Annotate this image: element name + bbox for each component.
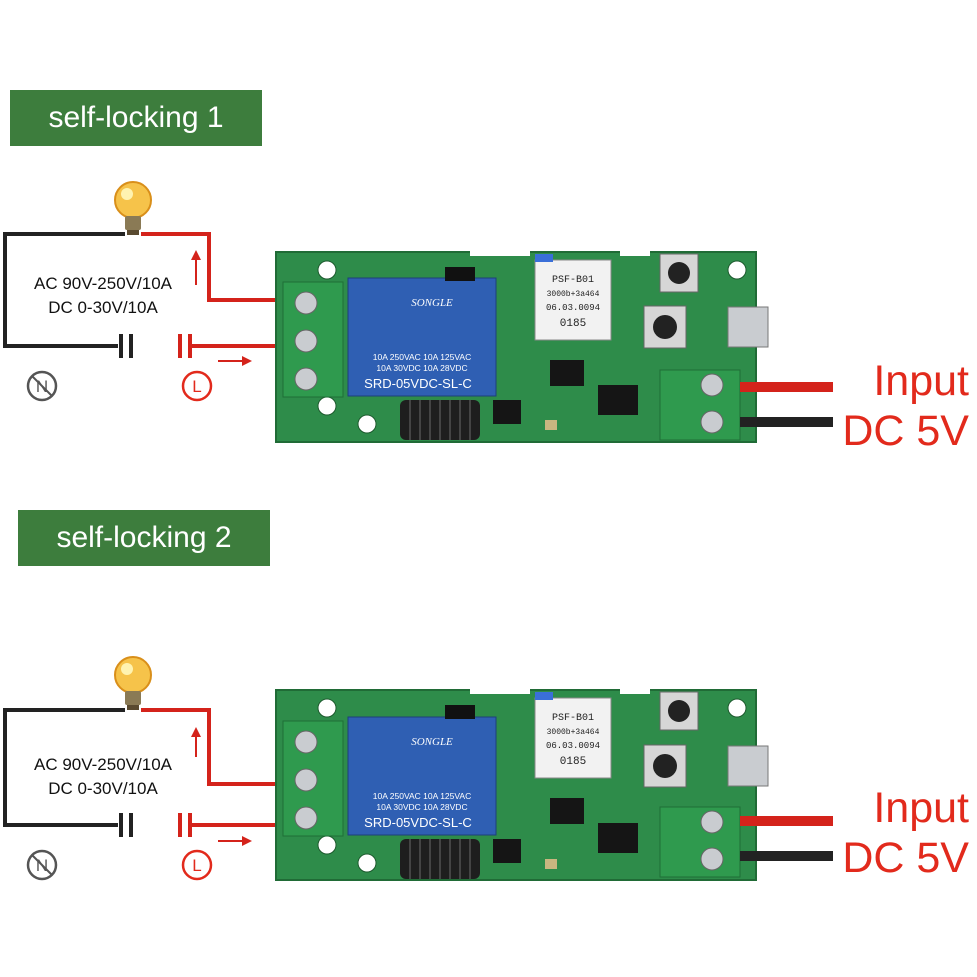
relay-board: SONGLE 10A 250VAC 10A 125VAC 10A 30VDC 1… xyxy=(275,246,769,443)
wifi-module: PSF-B01 3000b+3a464 06.03.0094 0185 xyxy=(534,254,612,341)
relay-board: SONGLE 10A 250VAC 10A 125VAC 10A 30VDC 1… xyxy=(275,684,769,881)
wiring-panel-self-locking-1: N L SONGLE xyxy=(0,60,977,500)
module-text-3: 06.03.0094 xyxy=(546,741,600,751)
input-voltage-label: Input DC 5V xyxy=(842,356,969,456)
push-button-top xyxy=(659,253,699,293)
live-symbol-text: L xyxy=(192,377,201,396)
load-rating: AC 90V-250V/10A DC 0-30V/10A xyxy=(3,753,203,801)
relay-component: SONGLE 10A 250VAC 10A 125VAC 10A 30VDC 1… xyxy=(347,716,497,836)
power-terminal-block xyxy=(659,369,741,441)
light-bulb-icon xyxy=(114,181,152,235)
relay-terminal-block xyxy=(282,281,344,398)
light-bulb-icon xyxy=(114,656,152,710)
live-symbol-icon: L xyxy=(181,370,213,402)
relay-spec-line-2: 10A 30VDC 10A 28VDC xyxy=(376,363,467,373)
relay-model: SRD-05VDC-SL-C xyxy=(364,815,472,830)
diode xyxy=(445,705,475,719)
relay-model: SRD-05VDC-SL-C xyxy=(364,376,472,391)
micro-usb-port xyxy=(727,745,769,787)
mode-label: self-locking 1 xyxy=(10,90,262,146)
ic-chip xyxy=(550,360,584,386)
ic-chip-small xyxy=(493,400,521,424)
micro-usb-port xyxy=(727,306,769,348)
arrow-right-icon xyxy=(218,356,252,366)
push-button-bottom xyxy=(643,305,687,349)
relay-terminal-block xyxy=(282,720,344,837)
wiring-diagram: N L SONGLE 10A 250VAC 10A 12 xyxy=(3,656,833,881)
input-label-line-2: DC 5V xyxy=(842,834,969,882)
input-voltage-label: Input DC 5V xyxy=(842,783,969,883)
input-label-line-2: DC 5V xyxy=(842,407,969,455)
relay-spec-line-2: 10A 30VDC 10A 28VDC xyxy=(376,802,467,812)
rating-ac: AC 90V-250V/10A xyxy=(34,755,172,774)
mode-label: self-locking 2 xyxy=(18,510,270,566)
rating-dc: DC 0-30V/10A xyxy=(48,298,158,317)
live-wire-to-relay xyxy=(141,708,285,786)
module-text-1: PSF-B01 xyxy=(552,713,594,724)
arrow-up-icon xyxy=(191,250,201,285)
arrow-right-icon xyxy=(218,836,252,846)
antenna-coil xyxy=(400,839,480,879)
voltage-regulator xyxy=(598,385,638,415)
rating-ac: AC 90V-250V/10A xyxy=(34,274,172,293)
power-terminal-block xyxy=(659,806,741,878)
relay-brand: SONGLE xyxy=(411,736,453,748)
module-text-3: 06.03.0094 xyxy=(546,303,600,313)
push-button-top xyxy=(659,691,699,731)
module-text-4: 0185 xyxy=(560,318,586,330)
load-rating: AC 90V-250V/10A DC 0-30V/10A xyxy=(3,272,203,320)
relay-spec-line-1: 10A 250VAC 10A 125VAC xyxy=(373,352,471,362)
wiring-panel-self-locking-2: N L SONGLE 10A 250VAC 10A 12 xyxy=(0,485,977,925)
diode xyxy=(445,267,475,281)
led xyxy=(545,859,557,869)
relay-spec-line-1: 10A 250VAC 10A 125VAC xyxy=(373,791,471,801)
module-text-1: PSF-B01 xyxy=(552,275,594,286)
neutral-wire xyxy=(3,232,125,348)
neutral-symbol-icon: N xyxy=(26,849,58,881)
neutral-wire xyxy=(3,708,125,827)
wifi-module: PSF-B01 3000b+3a464 06.03.0094 0185 xyxy=(534,692,612,779)
live-wire-to-relay xyxy=(141,232,285,302)
rating-dc: DC 0-30V/10A xyxy=(48,779,158,798)
input-label-line-1: Input xyxy=(873,784,969,832)
arrow-up-icon xyxy=(191,727,201,757)
relay-brand: SONGLE xyxy=(411,297,453,309)
module-text-2: 3000b+3a464 xyxy=(547,290,600,299)
push-button-bottom xyxy=(643,744,687,788)
module-text-4: 0185 xyxy=(560,756,586,768)
wiring-diagram: N L SONGLE xyxy=(3,181,833,443)
ic-chip-small xyxy=(493,839,521,863)
live-symbol-text: L xyxy=(192,856,201,875)
led xyxy=(545,420,557,430)
neutral-symbol-icon: N xyxy=(26,370,58,402)
voltage-regulator xyxy=(598,823,638,853)
live-symbol-icon: L xyxy=(181,849,213,881)
antenna-coil xyxy=(400,400,480,440)
ic-chip xyxy=(550,798,584,824)
module-text-2: 3000b+3a464 xyxy=(547,728,600,737)
relay-component: SONGLE 10A 250VAC 10A 125VAC 10A 30VDC 1… xyxy=(347,277,497,397)
input-label-line-1: Input xyxy=(873,357,969,405)
